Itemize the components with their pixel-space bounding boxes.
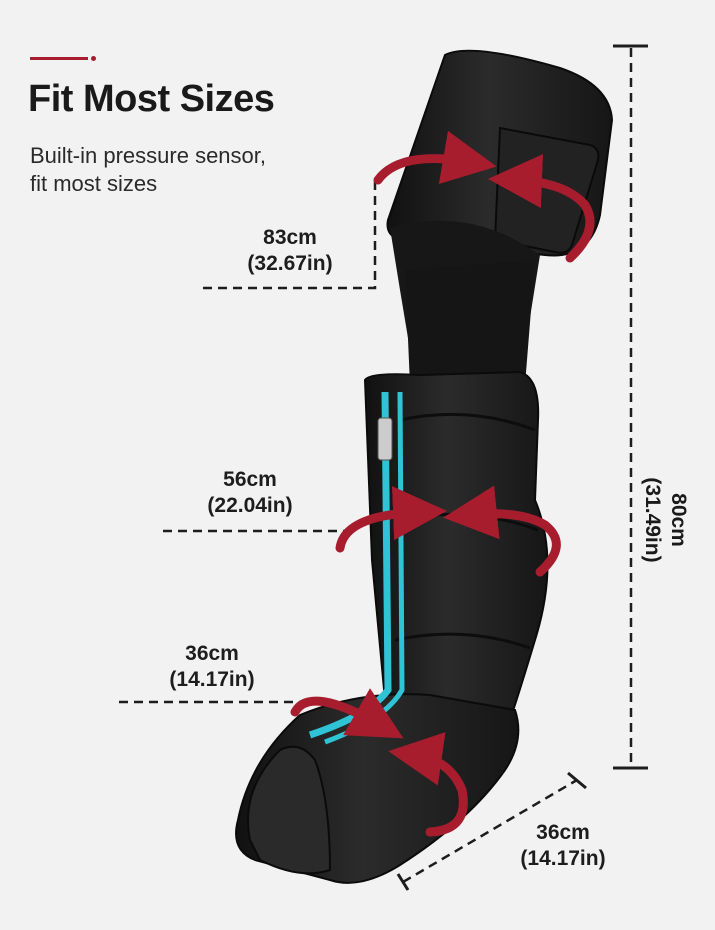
foot-in: (14.17in) [520,847,606,870]
zipper-pull [377,417,393,461]
length-end-caps [396,44,648,891]
length-cm: 80cm [667,493,690,547]
thigh-cm: 83cm [263,226,317,249]
dimension-lines [119,48,633,884]
subtitle-line-2: fit most sizes [30,171,158,196]
length-in: (31.49in) [641,477,664,563]
title-accent-line [30,57,88,60]
foot-opening [247,745,332,875]
ankle-in: (14.17in) [169,668,255,691]
page-title: Fit Most Sizes [28,78,275,120]
foot-measurement: 36cm (14.17in) [488,820,638,872]
ankle-measurement: 36cm (14.17in) [137,641,287,693]
calf-measurement: 56cm (22.04in) [175,467,325,519]
thigh-measurement: 83cm (32.67in) [215,225,365,277]
pressure-arrow-icon [388,732,468,837]
pressure-arrow-icon [335,486,447,553]
calf-cm: 56cm [223,468,277,491]
foot-dimension-line [402,778,578,884]
thigh-dimension-line [203,180,377,290]
pressure-arrow-icon [443,485,561,577]
subtitle-line-1: Built-in pressure sensor, [30,143,266,168]
pressure-arrows [290,130,595,837]
pressure-arrow-icon [373,130,497,185]
foot-cm: 36cm [536,821,590,844]
subtitle: Built-in pressure sensor, fit most sizes [30,142,266,198]
ankle-cm: 36cm [185,642,239,665]
thigh-in: (32.67in) [247,252,333,275]
length-measurement: 80cm (31.49in) [639,420,691,620]
calf-in: (22.04in) [207,494,293,517]
pressure-arrow-icon [290,688,404,739]
pressure-arrow-icon [488,154,595,263]
title-accent-dot [91,56,96,61]
